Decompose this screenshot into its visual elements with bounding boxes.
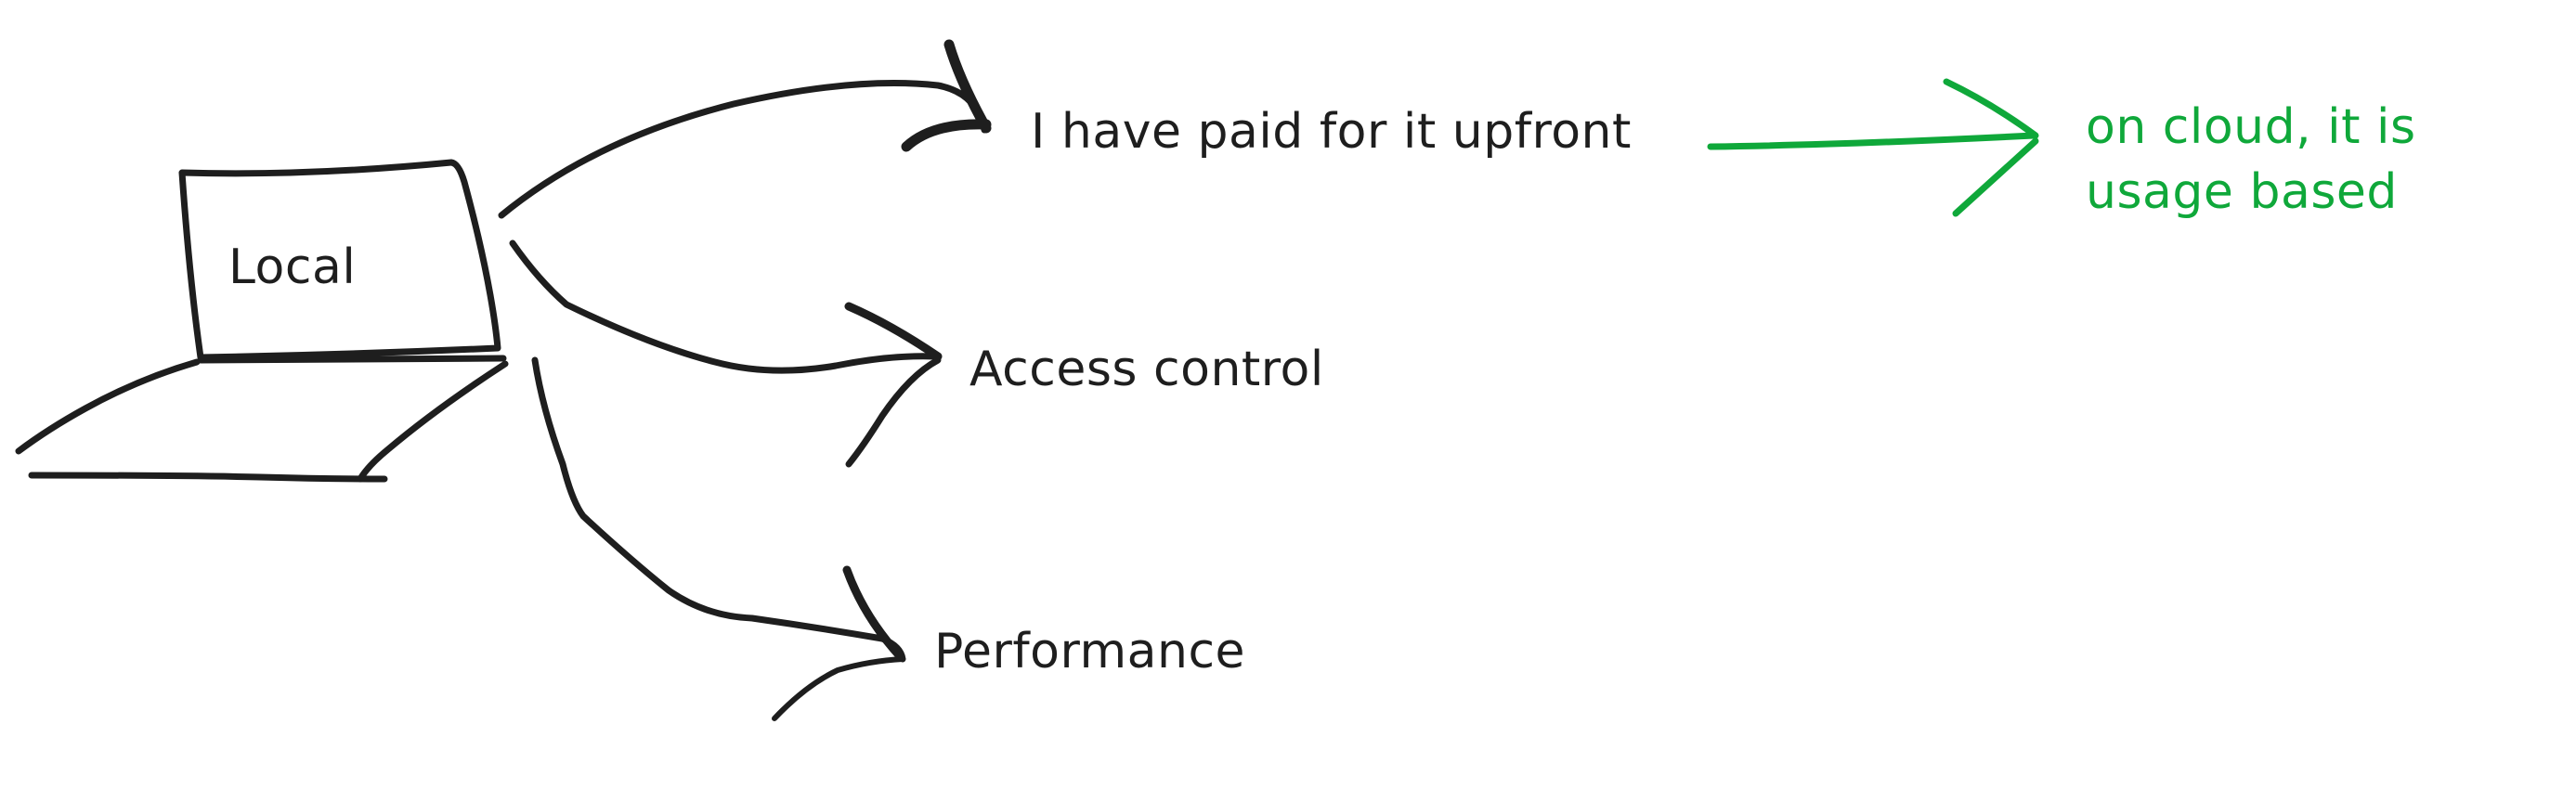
arrow-access-head-lower bbox=[845, 356, 942, 468]
node-label-local: Local bbox=[228, 239, 357, 295]
arrow-paid-head-lower bbox=[901, 119, 992, 152]
arrow-paid-shaft bbox=[498, 80, 988, 219]
laptop-screen bbox=[178, 159, 501, 361]
arrow-performance-shaft bbox=[531, 356, 906, 663]
arrow-cloud[interactable] bbox=[1707, 78, 2039, 217]
arrow-access-shaft bbox=[509, 239, 940, 374]
arrow-paid bbox=[498, 39, 992, 219]
branch-label-paid-upfront: I have paid for it upfront bbox=[1031, 104, 1632, 160]
cloud-note-line-1: on cloud, it is bbox=[2086, 99, 2416, 155]
arrow-performance bbox=[531, 356, 906, 721]
laptop-screen-hinge bbox=[197, 355, 507, 364]
arrow-performance-head-lower bbox=[772, 656, 905, 721]
arrow-cloud-shaft bbox=[1707, 132, 2037, 150]
arrow-cloud-head-upper bbox=[1943, 78, 2039, 139]
branch-label-performance: Performance bbox=[934, 624, 1246, 679]
laptop-deck-left bbox=[15, 358, 201, 455]
laptop-icon bbox=[15, 159, 509, 483]
laptop-deck-right bbox=[357, 360, 509, 483]
arrow-access bbox=[509, 239, 943, 468]
cloud-note: on cloud, it is usage based bbox=[2086, 95, 2416, 225]
branch-label-access-control: Access control bbox=[969, 342, 1324, 397]
laptop-deck-bottom bbox=[28, 472, 388, 483]
arrow-paid-head-upper bbox=[943, 39, 992, 134]
cloud-note-line-2: usage based bbox=[2086, 164, 2398, 220]
arrow-cloud-head-lower bbox=[1952, 137, 2039, 217]
arrow-access-head-upper bbox=[844, 302, 943, 361]
arrow-performance-head-upper bbox=[842, 565, 905, 662]
